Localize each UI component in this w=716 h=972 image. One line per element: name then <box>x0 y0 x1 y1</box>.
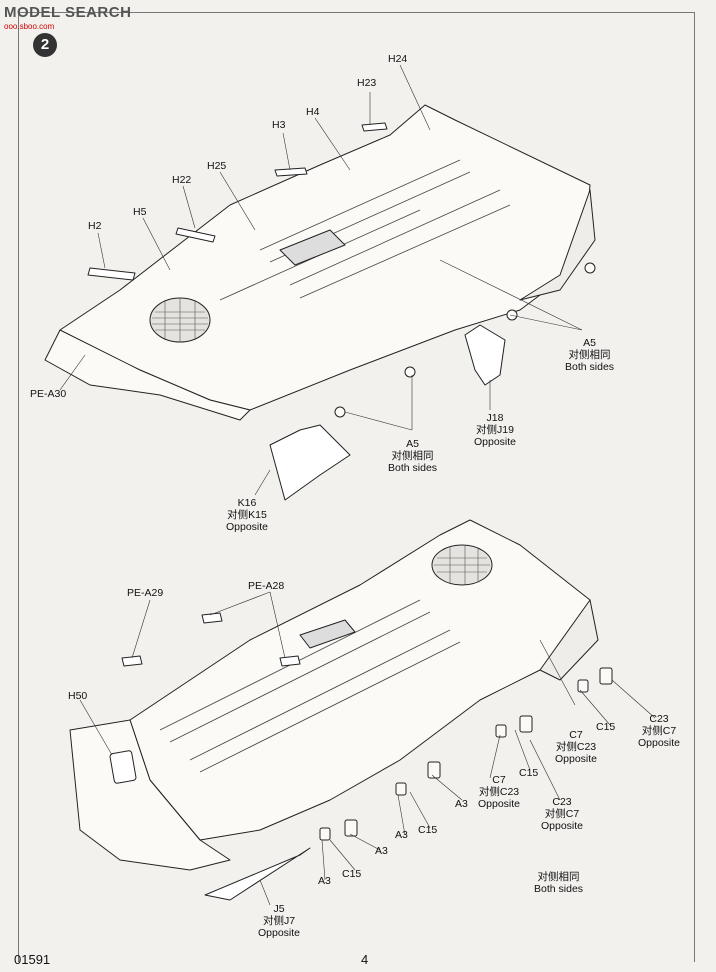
part-h2 <box>87 267 136 281</box>
part-h50 <box>109 750 137 784</box>
part-h3 <box>274 167 308 177</box>
label-a3-c: A3 <box>375 845 388 857</box>
label-c15-c: C15 <box>418 824 438 836</box>
label-h5: H5 <box>133 206 147 218</box>
label-a3-b: A3 <box>395 829 408 841</box>
label-k16: K16 对侧K15 Opposite <box>226 497 269 533</box>
lower-hull-top <box>129 519 591 841</box>
watermark: MODEL SEARCH <box>4 4 132 21</box>
label-pe-a29: PE-A29 <box>127 587 164 599</box>
part-h22 <box>175 227 216 243</box>
watermark-sub: ooo.sboo.com <box>4 22 55 31</box>
label-a5-center: A5 对侧相同 Both sides <box>388 438 438 474</box>
part-pe-a29 <box>121 655 143 667</box>
lower-hull-assembly <box>69 519 613 901</box>
footer-code: 01591 <box>14 952 51 967</box>
page-number: 4 <box>361 952 369 967</box>
label-h24: H24 <box>388 53 408 65</box>
label-pe-a28: PE-A28 <box>248 580 285 592</box>
suspension-parts <box>319 667 613 841</box>
frame-left <box>18 12 19 962</box>
label-c7-b: C7 对侧C23 Opposite <box>478 774 521 810</box>
part-h23 <box>361 122 388 132</box>
lower-leader-lines <box>79 591 656 906</box>
step-number: 2 <box>33 33 57 57</box>
label-a3-d: A3 <box>318 875 331 887</box>
part-k16 <box>269 424 351 501</box>
lower-hull-side <box>539 599 599 681</box>
label-h2: H2 <box>88 220 102 232</box>
upper-hull-top <box>59 104 591 411</box>
label-c23-top: C23 对侧C7 Opposite <box>638 713 681 749</box>
label-a3-a: A3 <box>455 798 468 810</box>
label-a5-right: A5 对侧相同 Both sides <box>565 337 615 373</box>
label-h50: H50 <box>68 690 88 702</box>
label-both-sides: 对侧相同 Both sides <box>534 871 584 895</box>
frame-top <box>18 12 695 13</box>
upper-hull-side <box>519 189 596 301</box>
part-j5 <box>204 847 311 901</box>
upper-hull-front-plate <box>44 329 251 421</box>
part-j18 <box>464 324 506 386</box>
label-h4: H4 <box>306 106 320 118</box>
label-c15-a: C15 <box>596 721 616 733</box>
label-h22: H22 <box>172 174 192 186</box>
label-c23-mid: C23 对侧C7 Opposite <box>541 796 584 832</box>
label-h23: H23 <box>357 77 377 89</box>
label-j5: J5 对侧J7 Opposite <box>258 903 301 939</box>
label-c15-d: C15 <box>342 868 362 880</box>
label-c15-b: C15 <box>519 767 539 779</box>
frame-right <box>694 12 695 962</box>
label-c7-a: C7 对侧C23 Opposite <box>555 729 598 765</box>
upper-leader-lines <box>59 64 583 496</box>
label-h25: H25 <box>207 160 227 172</box>
upper-hull-assembly <box>44 104 596 501</box>
label-pe-a30: PE-A30 <box>30 388 67 400</box>
label-j18: J18 对侧J19 Opposite <box>474 412 517 448</box>
label-h3: H3 <box>272 119 286 131</box>
